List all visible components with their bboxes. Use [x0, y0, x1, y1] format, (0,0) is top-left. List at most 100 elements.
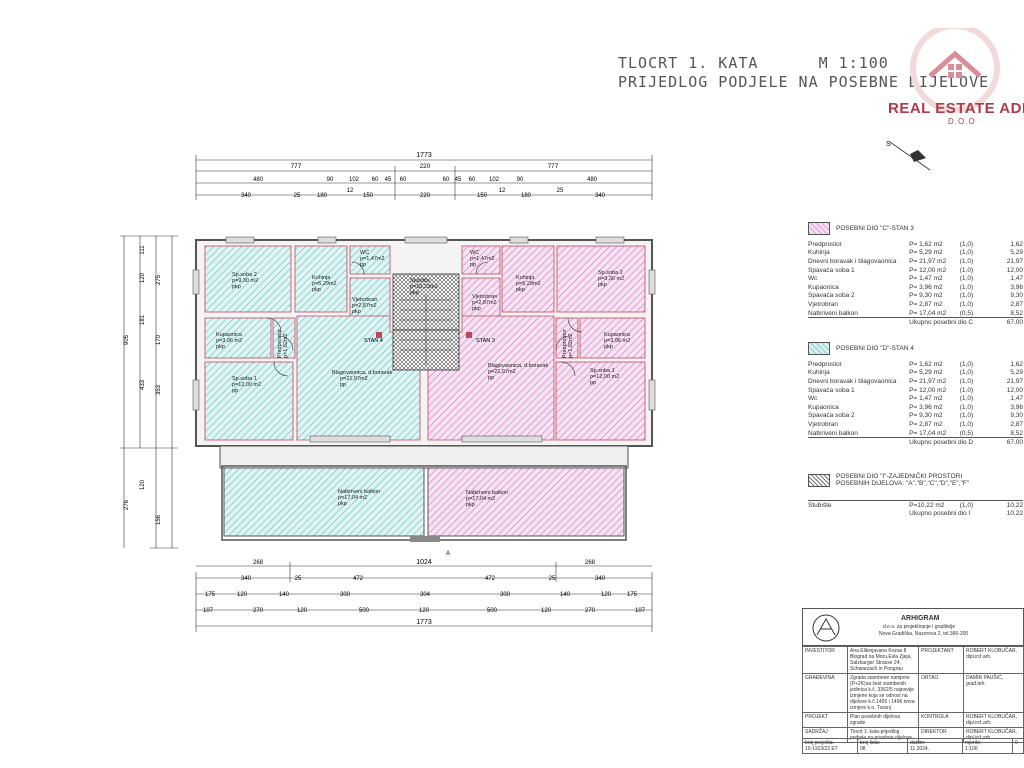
- room-blagovaonica-right: [427, 315, 555, 441]
- dim-label: 90: [327, 177, 334, 183]
- stan-3-label: STAN 3: [476, 338, 495, 344]
- stan-4-area: [204, 245, 425, 537]
- title-scale: M 1:100: [818, 54, 889, 72]
- zajednicki-swatch: [808, 473, 830, 487]
- dim-label: 90: [517, 177, 524, 183]
- dim-label: 353: [156, 384, 162, 395]
- tb-field-value: 10-1163/23 ET: [805, 746, 838, 752]
- room-vjetrobran-left: [349, 277, 391, 321]
- legend-header: POSEBNI DIO "I"-ZAJEDNIČKI PROSTORI: [836, 473, 963, 480]
- dim-label: 60: [372, 177, 379, 183]
- stair-steps: [400, 295, 452, 365]
- dim-label: 220: [420, 193, 431, 199]
- dim-label: 275: [156, 274, 162, 285]
- dim-bottom-row2: 340 25 472 472 25 340: [241, 576, 606, 582]
- dim-label: 120: [237, 592, 248, 598]
- dim-label: 102: [489, 177, 500, 183]
- logo-subtext: D.O.O: [948, 117, 976, 126]
- title-block-grid: INVESTITOR Ana Elikinjavana Kozas 8 Blog…: [802, 646, 1024, 743]
- dim-label: 276: [124, 499, 130, 510]
- dim-label: 140: [560, 592, 571, 598]
- dim-top-row3: 480 90 102 60 45 60 60 45 60 102 90 480: [253, 177, 598, 183]
- dim-bottom-total: 1773: [416, 619, 432, 626]
- room-balkon-left: [223, 467, 425, 537]
- dim-label: 102: [349, 177, 360, 183]
- dim-label: 340: [595, 576, 606, 582]
- drawing-title: TLOCRT 1. KATA M 1:100 PRIJEDLOG PODJELE…: [618, 54, 989, 92]
- dim-label: 777: [548, 163, 559, 170]
- dim-label: 111: [140, 245, 146, 255]
- title-block-table: ARHIGRAM d.o.o. za projektiranje i gradi…: [802, 608, 1024, 768]
- dim-label: 120: [140, 479, 146, 490]
- tb-field-label: mjerilo:: [965, 740, 982, 746]
- dim-label: 500: [359, 608, 370, 614]
- north-arrow-icon: S: [886, 141, 931, 171]
- dim-label: 268: [585, 560, 596, 566]
- room-kuhinja-right: [501, 245, 555, 313]
- room-sp-soba-1-right: [555, 361, 646, 441]
- tb-field-label: broj lista:: [860, 740, 881, 746]
- room-kupaonica-left: [204, 317, 272, 359]
- dim-label: 500: [487, 608, 498, 614]
- dim-label: 480: [253, 177, 264, 183]
- north-label: S: [886, 141, 891, 148]
- tb-field-value: 1:100: [965, 746, 978, 752]
- dim-label: 25: [549, 576, 556, 582]
- tb-field-value: 11.2024.: [910, 746, 930, 752]
- dim-label: 472: [353, 576, 364, 582]
- firm-name: ARHIGRAM: [901, 615, 940, 622]
- legend-header: POSEBNI DIO "D"-STAN 4: [836, 344, 914, 352]
- dim-bottom-mid: 1024: [416, 559, 432, 566]
- tb-row: PROJEKT Plan posebnih dijelova zgrade KO…: [802, 712, 1024, 728]
- dim-label: 120: [541, 608, 552, 614]
- legend-subheader: POSEBNIH DIJELOVA: "A","B","C","D","E","…: [836, 480, 970, 487]
- dim-label: 120: [601, 592, 612, 598]
- room-wc-left: [349, 245, 391, 275]
- dim-top-row4: 340 25 180 12 150 220 150 12 180 25 340: [241, 188, 606, 199]
- stan-4-label: STAN 4: [364, 338, 383, 344]
- tb-field-value: 0: [1015, 740, 1018, 746]
- left-dimension-lines: [120, 235, 178, 549]
- tb-field-label: datum:: [910, 740, 926, 746]
- balcony-slab: [219, 445, 629, 469]
- dim-label: 180: [521, 193, 532, 199]
- title-block-footer: broj projekta:10-1163/23 ET broj lista:0…: [802, 738, 1024, 754]
- room-balkon-right: [427, 467, 625, 537]
- dim-label: 472: [485, 576, 496, 582]
- dim-label: 905: [124, 334, 130, 345]
- dim-label: 433: [140, 379, 146, 390]
- dim-label: 60: [469, 177, 476, 183]
- dim-label: 107: [203, 608, 214, 614]
- wall-markers: [376, 332, 472, 338]
- firm-subtitle: d.o.o. za projektiranje i graditelje: [883, 624, 955, 630]
- dim-label: 300: [500, 592, 511, 598]
- dim-label: 180: [317, 193, 328, 199]
- dim-label: 140: [279, 592, 290, 598]
